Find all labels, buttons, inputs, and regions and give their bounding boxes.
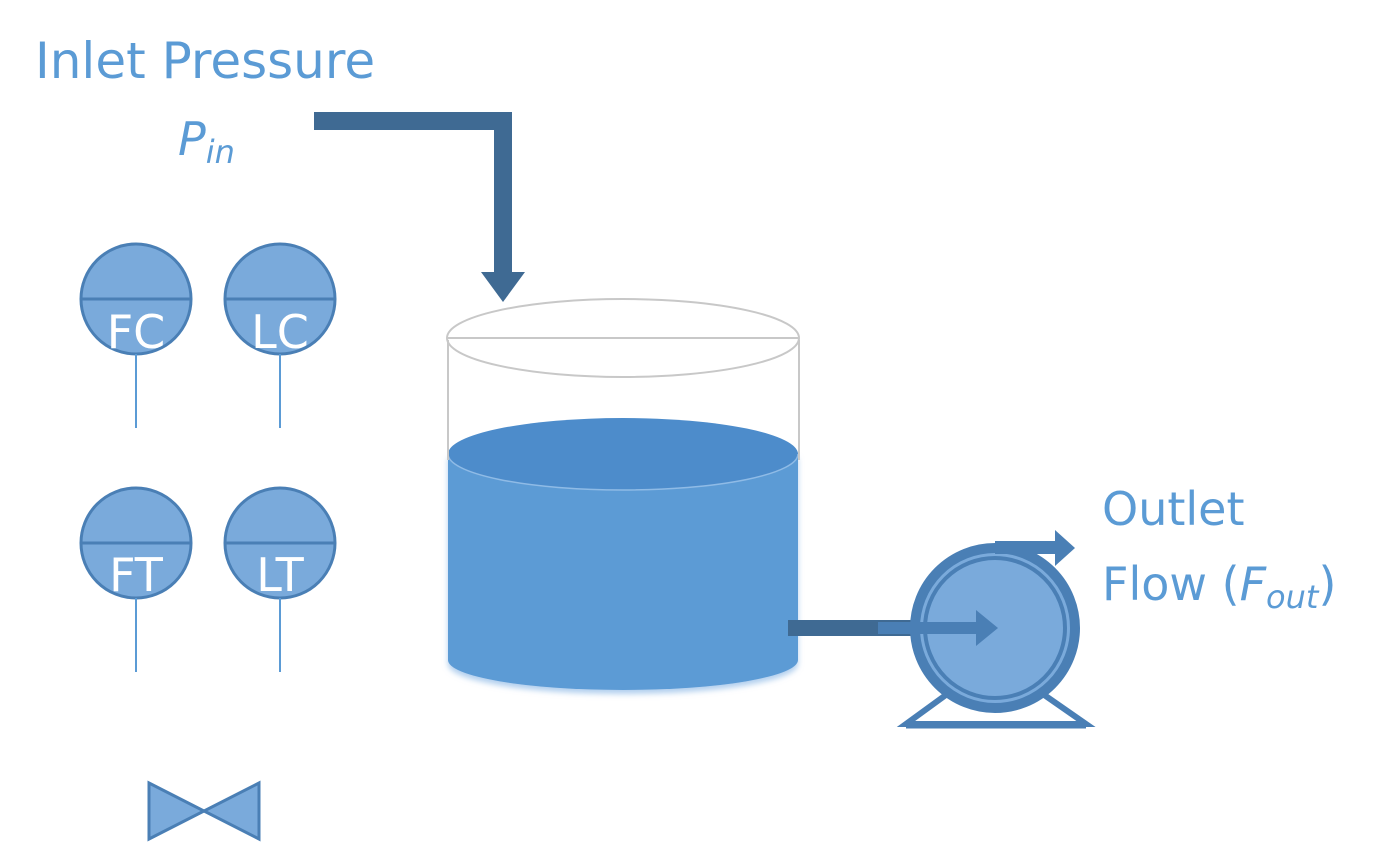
- pump-inlet-arrow-shaft: [878, 622, 978, 634]
- instrument-fc-tag: FC: [107, 305, 166, 359]
- inlet-pipe: [314, 112, 525, 302]
- instrument-lc-tag: LC: [251, 305, 309, 359]
- inlet-title: Inlet Pressure: [35, 32, 375, 90]
- inlet-arrow-head: [481, 272, 525, 302]
- tank-liquid-surface: [448, 418, 798, 490]
- inlet-symbol-main: P: [178, 112, 206, 166]
- outlet-flow-word: Flow (: [1102, 557, 1240, 611]
- inlet-symbol-subscript: in: [206, 133, 235, 171]
- instrument-fc: FC: [79, 242, 193, 428]
- inlet-pipe-horizontal: [314, 112, 512, 130]
- outlet-subscript: out: [1266, 578, 1320, 616]
- outlet-close-paren: ): [1318, 557, 1336, 611]
- tank: [446, 298, 800, 690]
- outlet-label-line2: Flow (Fout): [1102, 557, 1336, 616]
- instrument-ft: FT: [79, 486, 193, 672]
- pump: [878, 530, 1096, 729]
- instrument-lt: LT: [223, 486, 337, 672]
- tank-liquid-surface-edge: [447, 453, 799, 491]
- pump-inlet-arrow-head: [976, 610, 998, 646]
- instrument-lc: LC: [223, 242, 337, 428]
- valve-left-triangle: [147, 780, 208, 842]
- pump-discharge: [995, 541, 1057, 554]
- outlet-symbol: F: [1240, 557, 1267, 611]
- instrument-ft-tag: FT: [109, 548, 164, 602]
- outlet-label-line1: Outlet: [1102, 482, 1245, 536]
- inlet-pipe-vertical: [494, 112, 512, 274]
- instrument-lt-tag: LT: [256, 548, 304, 602]
- valve: [147, 780, 261, 842]
- pump-discharge-arrow: [1055, 530, 1075, 566]
- tank-liquid-body: [448, 454, 798, 690]
- inlet-symbol: Pin: [178, 112, 235, 171]
- valve-right-triangle: [200, 780, 261, 842]
